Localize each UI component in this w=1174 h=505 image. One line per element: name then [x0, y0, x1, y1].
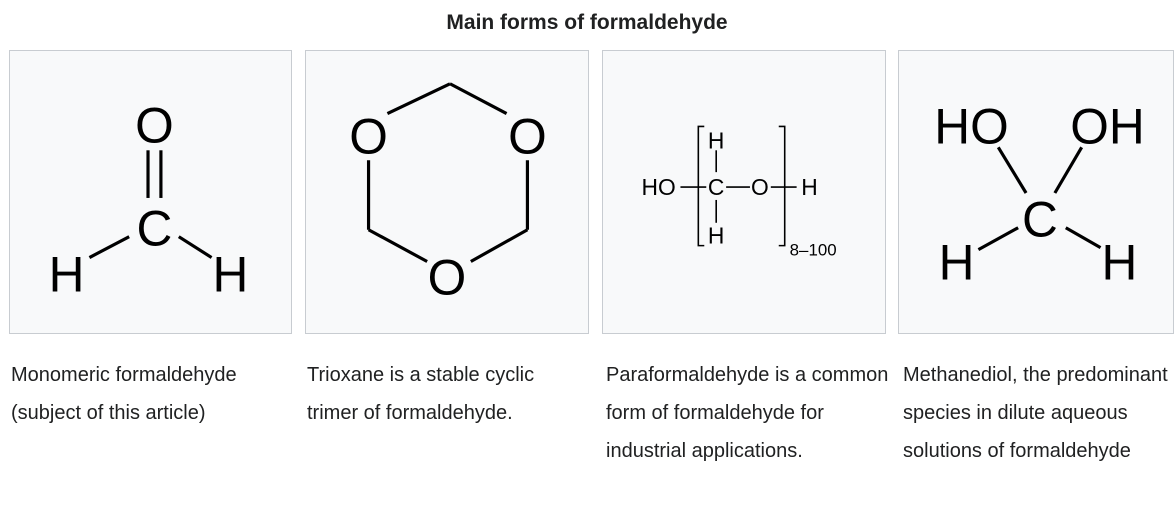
- atom-oxygen-bottom: O: [428, 249, 467, 305]
- methanediol-image[interactable]: HO OH C H H: [898, 50, 1174, 334]
- atom-oxygen: O: [751, 174, 769, 200]
- formaldehyde-structure: O C H H: [49, 97, 249, 302]
- atom-hydroxyl-upper-right: OH: [1070, 98, 1144, 154]
- repeat-count: 8–100: [790, 241, 837, 260]
- atom-hydrogen-right: H: [213, 246, 249, 302]
- atom-hydrogen-lower-left: H: [939, 234, 975, 290]
- atom-carbon: C: [1022, 192, 1058, 248]
- atom-carbon: C: [137, 201, 173, 257]
- caption-trioxane: Trioxane is a stable cyclic trimer of fo…: [307, 364, 535, 424]
- gallery-title: Main forms of formaldehyde: [446, 11, 728, 34]
- caption-paraformaldehyde: Paraformaldehyde is a common form of for…: [606, 364, 889, 462]
- atom-hydrogen-lower-right: H: [1101, 234, 1137, 290]
- paraformaldehyde-structure: HO H C H O H 8–100: [641, 125, 837, 260]
- atom-hydroxyl-upper-left: HO: [934, 98, 1008, 154]
- atom-carbon: C: [708, 174, 725, 200]
- atom-hydroxyl-left: HO: [641, 174, 675, 200]
- paraformaldehyde-image[interactable]: HO H C H O H 8–100: [602, 50, 886, 334]
- trioxane-structure: O O O: [349, 82, 547, 305]
- trioxane-image[interactable]: O O O: [305, 50, 589, 334]
- atom-hydrogen-left: H: [49, 246, 85, 302]
- caption-methanediol: Methanediol, the predominant species in …: [903, 364, 1168, 462]
- atom-hydrogen-top: H: [708, 127, 725, 153]
- atom-oxygen-upper-left: O: [349, 108, 388, 164]
- atom-hydrogen-end: H: [801, 174, 818, 200]
- caption-monomeric-formaldehyde: Monomeric formaldehyde (subject of this …: [11, 364, 237, 424]
- methanediol-structure: HO OH C H H: [934, 98, 1144, 290]
- atom-hydrogen-bottom: H: [708, 223, 725, 249]
- monomeric-formaldehyde-image[interactable]: O C H H: [9, 50, 292, 334]
- atom-oxygen-upper-right: O: [508, 108, 547, 164]
- atom-oxygen: O: [135, 97, 174, 153]
